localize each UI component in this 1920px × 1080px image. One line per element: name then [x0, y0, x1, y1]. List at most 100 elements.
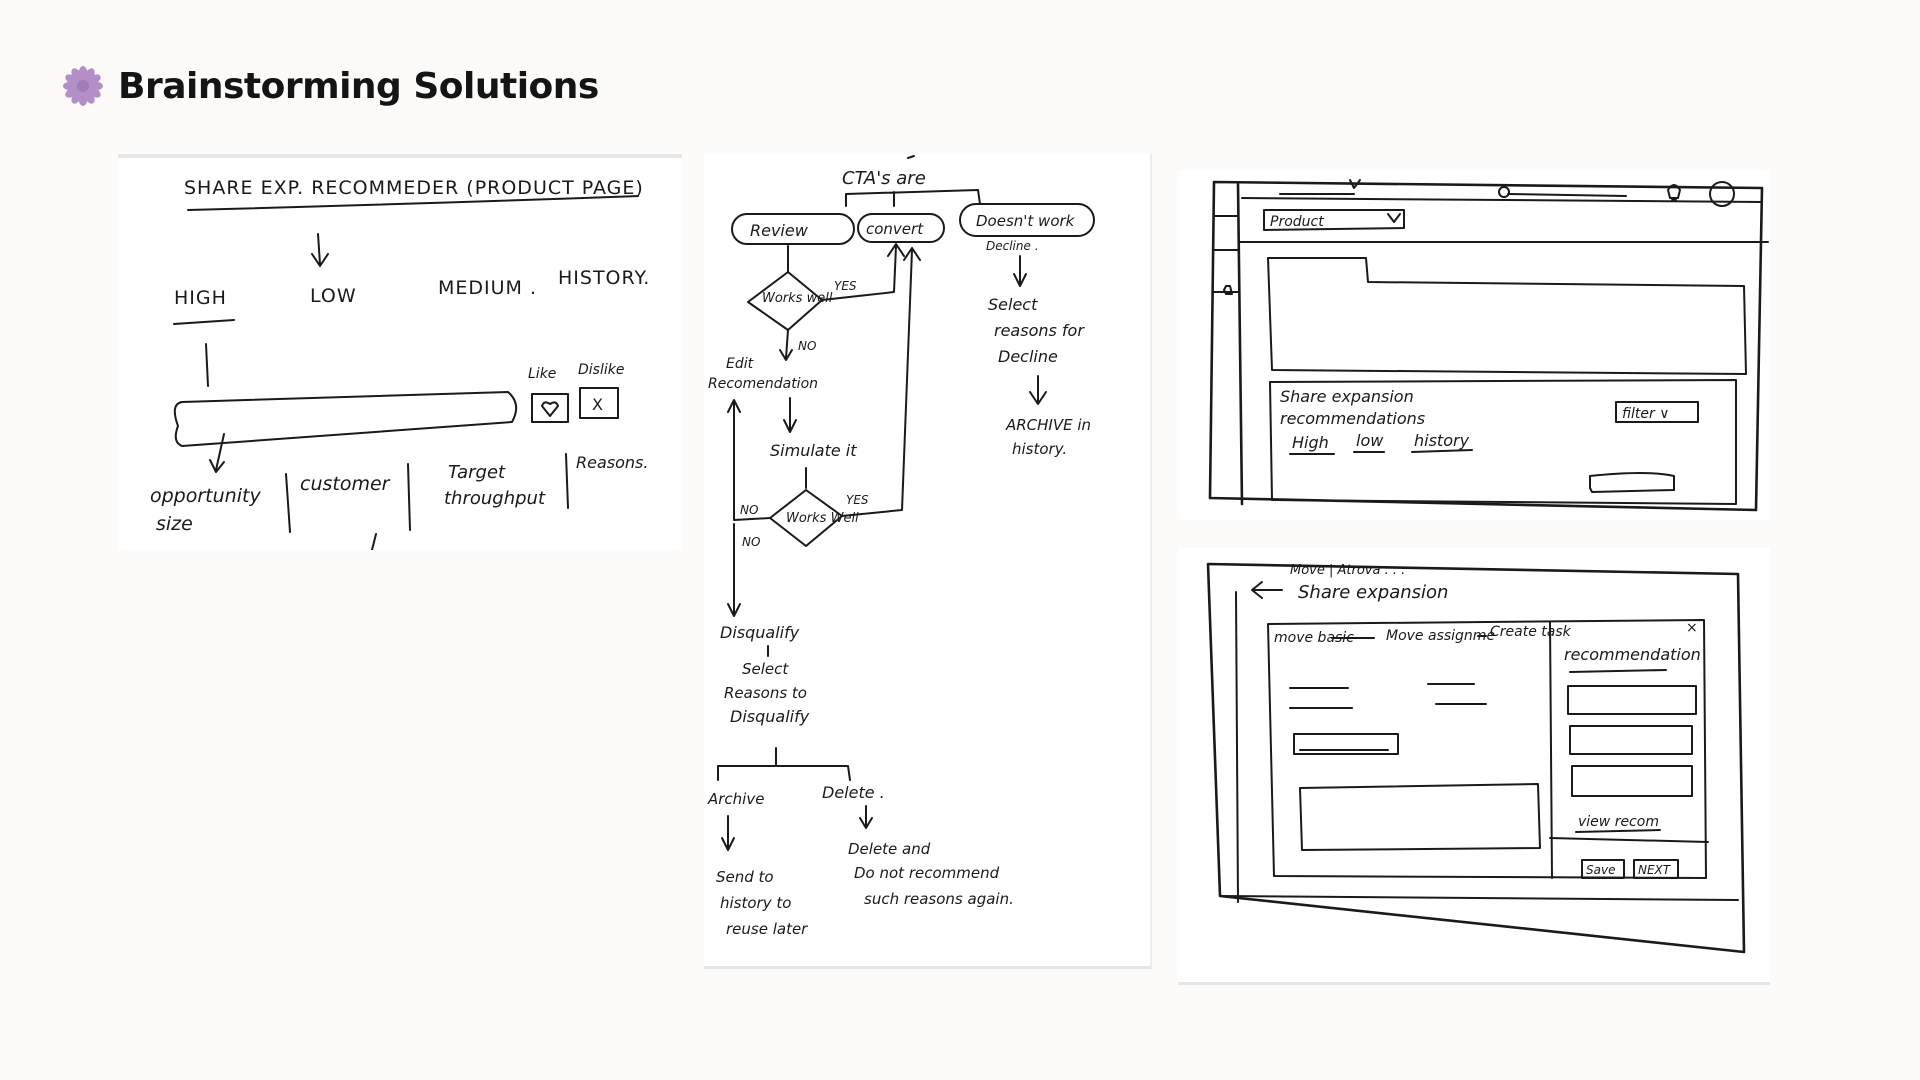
- sketch2-select-reasons-2: Reasons to: [724, 684, 807, 702]
- sketch4-step3: Create task: [1490, 624, 1572, 640]
- sketch-share-expansion-drawing: Move | Atrova . . . Share expansion move…: [1206, 562, 1746, 954]
- sketch4-frame: [1206, 562, 1746, 954]
- sketch4-wizard-panel: [1267, 619, 1707, 879]
- sketch2-decision-2: [769, 489, 843, 547]
- back-arrow-icon: [1251, 581, 1283, 599]
- sketch3-panel-title-1: Share expansion: [1280, 387, 1414, 406]
- sketch2-delete-2: Do not recommend: [854, 864, 1000, 882]
- sketch4-breadcrumb: Move | Atrova . . .: [1290, 563, 1405, 578]
- avatar: [1709, 181, 1735, 207]
- sketch4-next-label: NEXT: [1638, 863, 1672, 877]
- sketch2-convert: convert: [866, 220, 924, 238]
- sketch1-tab-low: LOW: [310, 285, 357, 307]
- sketch4-input-field: [1293, 733, 1399, 755]
- close-icon: ×: [1686, 620, 1698, 636]
- sketch1-like-box: [531, 393, 569, 423]
- sketch3-product-label: Product: [1270, 214, 1324, 230]
- sketch1-like-label: Like: [528, 366, 556, 382]
- sketch2-delete-3: such reasons again.: [864, 890, 1014, 908]
- sketch2-send-3: reuse later: [726, 920, 808, 938]
- sketch2-no-1: NO: [798, 339, 816, 353]
- sketch2-archive: Archive: [707, 790, 764, 808]
- sketch3-action-button: [1589, 472, 1675, 493]
- bell-icon: [1667, 184, 1681, 201]
- sketch3-content-area: [1267, 257, 1747, 375]
- sketch2-review: Review: [750, 221, 809, 240]
- sketch2-select-line3: Decline: [998, 347, 1058, 366]
- sketch-product-page-drawing: Product Share expansion recommendations …: [1208, 179, 1769, 512]
- sketch1-tab-history: HISTORY.: [558, 267, 650, 289]
- sketch2-select-line2: reasons for: [994, 321, 1085, 340]
- sketch1-col-customer: customer: [300, 473, 391, 495]
- heart-icon: [541, 401, 559, 417]
- sketch4-step1: move basic: [1274, 630, 1354, 646]
- sketch4-view-recom: view recom: [1578, 814, 1659, 830]
- sketch2-select-line1: Select: [988, 295, 1038, 314]
- sketch1-col-target: Target: [448, 462, 506, 483]
- sketch3-filter-dropdown: [1615, 401, 1699, 423]
- sketch1-col-size: size: [156, 513, 193, 535]
- sketch2-works-well-1: Works well: [762, 291, 833, 306]
- sketch2-archive-history-1: ARCHIVE in: [1005, 416, 1091, 434]
- sketch1-dislike-label: Dislike: [578, 362, 624, 378]
- sketch2-decline: Decline .: [986, 239, 1039, 253]
- sketch4-recom-item-3: [1571, 765, 1693, 797]
- search-icon: [1498, 186, 1510, 198]
- sketch1-col-opportunity: opportunity: [150, 485, 261, 507]
- sketch2-no-2: NO: [740, 503, 758, 517]
- sketch-product-page-wireframe: Product Share expansion recommendations …: [1178, 170, 1770, 520]
- chevron-down-icon: [1387, 213, 1401, 223]
- sketch-recommender-page: SHARE EXP. RECOMMEDER (PRODUCT PAGE) HIG…: [118, 154, 682, 550]
- sketch2-edit-line1: Edit: [726, 356, 754, 372]
- sketch1-col-throughput: throughput: [444, 488, 546, 509]
- sketch3-tab-high: High: [1292, 433, 1329, 452]
- sketch1-col-reasons: Reasons.: [576, 453, 648, 472]
- sketch2-convert-node: [857, 213, 945, 243]
- sketch2-select-reasons-3: Disqualify: [730, 707, 810, 726]
- sketch4-recommendation-title: recommendation: [1564, 645, 1701, 664]
- sketch2-simulate: Simulate it: [770, 441, 857, 460]
- sketch4-save-label: Save: [1586, 863, 1615, 877]
- sketch2-disqualify: Disqualify: [720, 623, 800, 642]
- sketch2-send-1: Send to: [716, 868, 774, 886]
- sketch3-filter-label: filter ∨: [1622, 406, 1670, 422]
- sketch1-dislike-box: [579, 387, 619, 419]
- sketch2-delete: Delete .: [822, 783, 885, 802]
- sketch1-tab-high: HIGH: [174, 287, 227, 309]
- sketch3-tab-history: history: [1414, 431, 1470, 450]
- sketch2-edit-line2: Recomendation: [708, 376, 818, 392]
- sketch2-doesnt-work: Doesn't work: [976, 212, 1076, 230]
- sketch4-save-button: [1581, 859, 1625, 879]
- sketch4-title: Share expansion: [1298, 582, 1448, 603]
- sketch2-select-reasons-1: Select: [742, 660, 789, 678]
- sketch2-send-2: history to: [720, 894, 791, 912]
- sketch-share-expansion-wireframe: Move | Atrova . . . Share expansion move…: [1178, 548, 1770, 985]
- sketch2-archive-history-2: history.: [1012, 440, 1067, 458]
- sketch2-yes-1: YES: [834, 279, 857, 293]
- sketch1-heading: SHARE EXP. RECOMMEDER (PRODUCT PAGE): [184, 177, 644, 199]
- sketch1-dislike-mark: X: [592, 395, 604, 414]
- sketch-cta-flowchart-drawing: CTA's are Review convert Doesn't work De…: [707, 155, 1095, 938]
- sketch2-doesnt-work-node: [959, 203, 1095, 237]
- sketch2-works-well-2: Works Well: [786, 511, 859, 526]
- sketch3-panel-title-2: recommendations: [1280, 409, 1425, 428]
- sketch4-textarea: [1299, 783, 1541, 851]
- sketch3-tab-low: low: [1356, 431, 1384, 450]
- sketch-cta-flowchart: CTA's are Review convert Doesn't work De…: [704, 154, 1152, 969]
- sketch2-yes-2: YES: [846, 493, 869, 507]
- sketch3-nav-icon: [1223, 285, 1233, 295]
- sketch2-ctas-label: CTA's are: [842, 168, 926, 189]
- sketch4-step2: Move assignme: [1386, 628, 1495, 644]
- sketch1-tab-medium: MEDIUM .: [438, 277, 537, 299]
- flower-icon: [63, 66, 103, 106]
- sketch2-review-node: [731, 213, 855, 245]
- sketch4-recom-item-1: [1567, 685, 1697, 715]
- sketch4-recom-item-2: [1569, 725, 1693, 755]
- sketch-recommender-drawing: SHARE EXP. RECOMMEDER (PRODUCT PAGE) HIG…: [150, 177, 650, 550]
- sketch3-product-dropdown: [1263, 209, 1405, 231]
- sketch3-frame: [1208, 180, 1764, 512]
- page-title: Brainstorming Solutions: [118, 65, 599, 107]
- sketch4-next-button: [1633, 859, 1679, 879]
- sketch2-no-3: NO: [742, 535, 760, 549]
- sketch3-recommendation-panel: [1269, 379, 1737, 505]
